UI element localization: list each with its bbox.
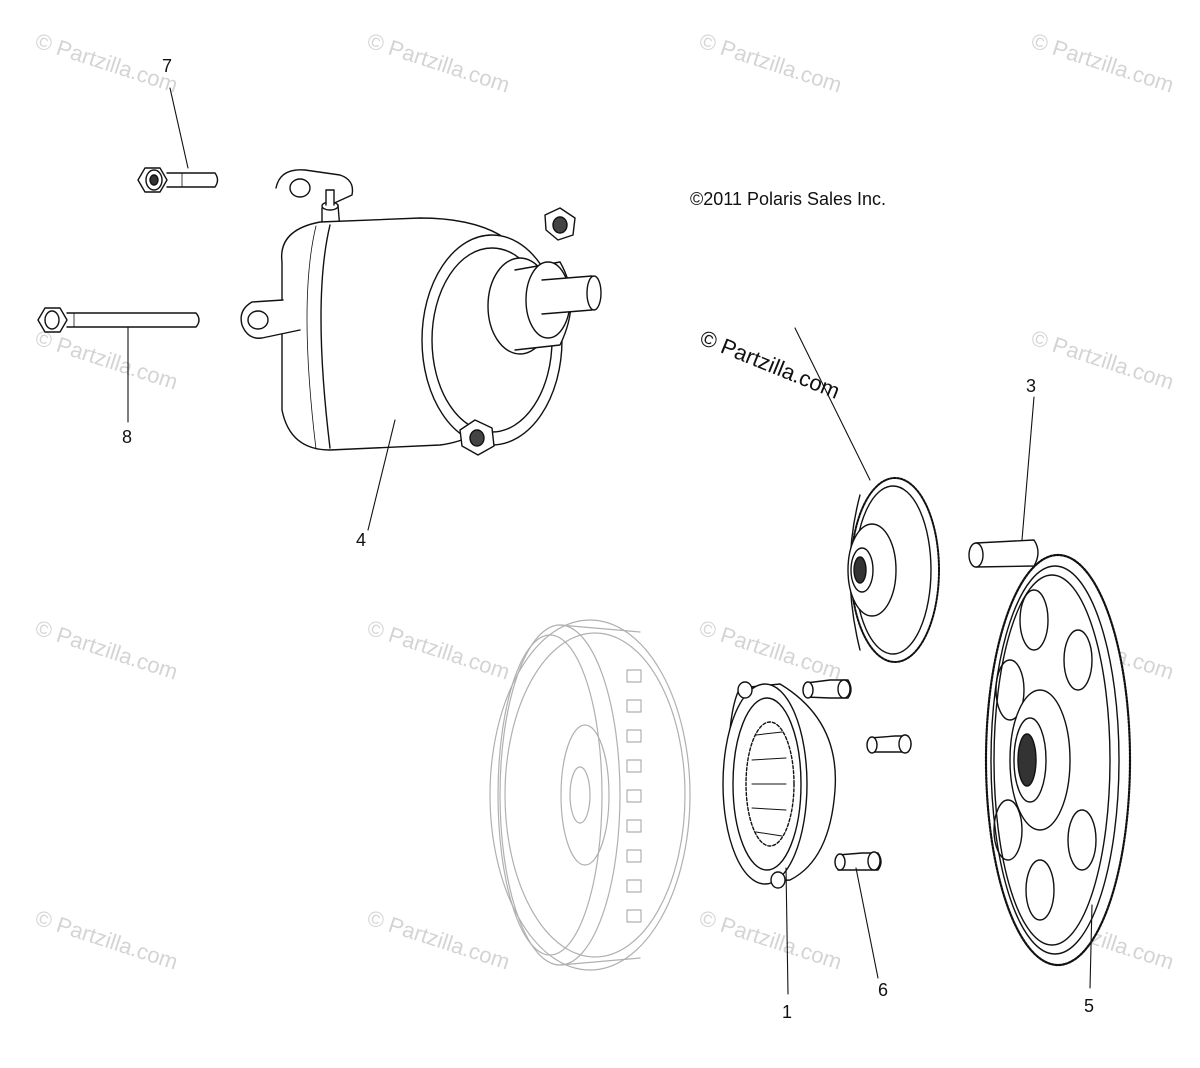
callout-3: 3 (1026, 376, 1037, 396)
callout-6: 6 (878, 980, 889, 1000)
starter-clutch (722, 681, 837, 889)
starter-driven-gear (984, 553, 1132, 967)
copyright-text: ©2011 Polaris Sales Inc. (690, 189, 887, 209)
flywheel-ghost (489, 619, 691, 971)
long-bolt (37, 307, 200, 333)
socket-bolt (834, 851, 882, 871)
idler-shaft (968, 539, 1039, 568)
callout-8: 8 (122, 427, 133, 447)
socket-bolt (802, 679, 852, 699)
callout-5: 5 (1084, 996, 1095, 1016)
idler-gear (847, 477, 940, 663)
leader-lines (127, 87, 1093, 995)
callout-7: 7 (162, 56, 173, 76)
starter-motor (240, 169, 602, 456)
callout-1: 1 (782, 1002, 793, 1022)
flange-bolt-short (137, 167, 219, 193)
callout-4: 4 (356, 530, 367, 550)
socket-bolt (866, 734, 912, 754)
